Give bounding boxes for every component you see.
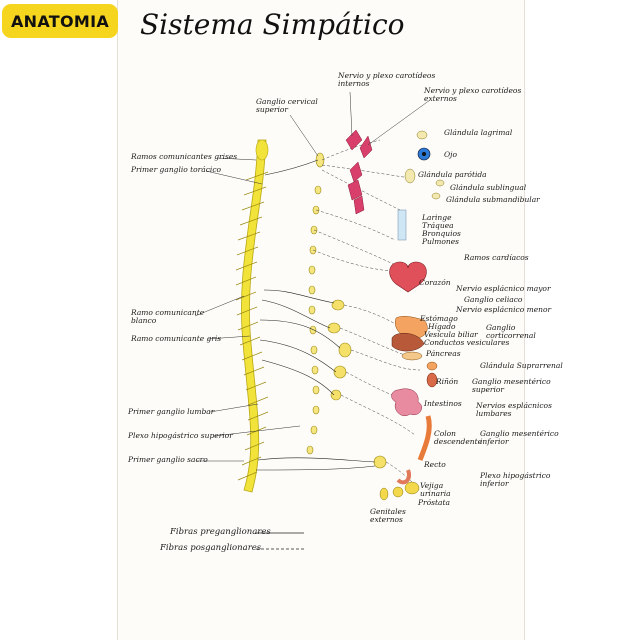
label-first-lumbar: Primer ganglio lumbar [128,407,215,416]
label-kidney: Riñón [436,377,459,386]
label-celiac-ganglion: Ganglio celiaco [464,295,523,304]
label-cardiac-branches: Ramos cardíacos [464,253,529,262]
postganglionic-fibers [312,139,421,491]
legend-preganglionic: Fibras preganglionares [170,527,271,537]
label-gallbladder: Vesícula biliar Conductos vesiculares [424,330,510,347]
label-pointers-left [194,157,301,462]
subject-badge: ANATOMIA [2,4,118,38]
submandibular-gland [431,192,441,200]
lacrimal-gland [416,130,428,140]
liver [391,332,425,352]
prostate [392,486,404,498]
label-superior-cervical-ganglion: Ganglio cervical superior [256,97,318,114]
label-descending-colon: Colon descendente [434,429,483,446]
sympathetic-chain [306,152,325,455]
label-lumbar-splanchnic: Nervios esplácnicos lumbares [476,401,552,418]
pancreas [401,351,423,361]
bladder [404,481,420,495]
label-white-ramus: Ramo comunicante blanco [131,308,205,325]
label-carotid-external: Nervio y plexo carotídeos externos [424,86,522,103]
label-greater-splanchnic: Nervio esplácnico mayor [456,284,551,293]
label-stomach: Estómago [420,314,458,323]
label-gray-rami-top: Ramos comunicantes grises [131,152,238,161]
rectum [396,469,411,485]
heart [389,261,427,293]
colon [417,415,432,461]
label-eye: Ojo [444,150,457,159]
cord-top [255,139,269,161]
genitalia [379,487,389,501]
label-external-genitalia: Genitales externos [370,507,406,524]
preganglionic-fibers [255,159,376,471]
vertebral-lines [235,171,269,481]
label-first-thoracic: Primer ganglio torácico [131,165,222,174]
label-sublingual: Glándula sublingual [450,183,527,192]
label-first-sacral: Primer ganglio sacro [128,455,208,464]
label-parotid: Glándula parótida [418,170,487,179]
trachea [397,209,407,241]
label-adrenal: Glándula Suprarrenal [480,361,563,370]
label-intestines: Intestinos [424,399,462,408]
notebook-page [118,0,524,640]
label-liver: Hígado [428,322,456,331]
label-heart: Corazón [419,278,451,287]
sublingual-gland [435,179,445,187]
label-inferior-mesenteric: Ganglio mesentérico inferior [480,429,559,446]
label-pancreas: Páncreas [426,349,461,358]
eye [417,147,431,161]
page-title: Sistema Simpático [140,8,405,41]
prevertebral-ganglia [327,299,387,469]
intestines [391,388,422,417]
label-corticorenal-ganglion: Ganglio corticorrenal [486,323,536,340]
label-rectum: Recto [424,460,446,469]
label-lacrimal: Glándula lagrimal [444,128,513,137]
label-submandibular: Glándula submandibular [446,195,540,204]
label-superior-mesenteric: Ganglio mesentérico superior [472,377,551,394]
label-superior-hypogastric: Plexo hipogástrico superior [128,431,233,440]
label-carotid-internal: Nervio y plexo carotídeos internos [338,71,436,88]
label-prostate: Próstata [418,498,450,507]
label-bladder: Vejiga urinaria [420,481,451,498]
label-respiratory: Laringe Tráquea Bronquios Pulmones [422,213,461,246]
parotid-gland [404,168,416,184]
kidney [426,372,438,388]
label-lesser-splanchnic: Nervio esplácnico menor [456,305,552,314]
legend-postganglionic: Fibras posganglionares [160,543,262,553]
carotid-plexus [345,129,373,215]
spinal-cord [241,139,267,493]
adrenal-gland [426,361,438,371]
label-inferior-hypogastric: Plexo hipogástrico inferior [480,471,551,488]
label-pointers-top [289,91,431,157]
label-gray-ramus: Ramo comunicante gris [131,334,222,343]
